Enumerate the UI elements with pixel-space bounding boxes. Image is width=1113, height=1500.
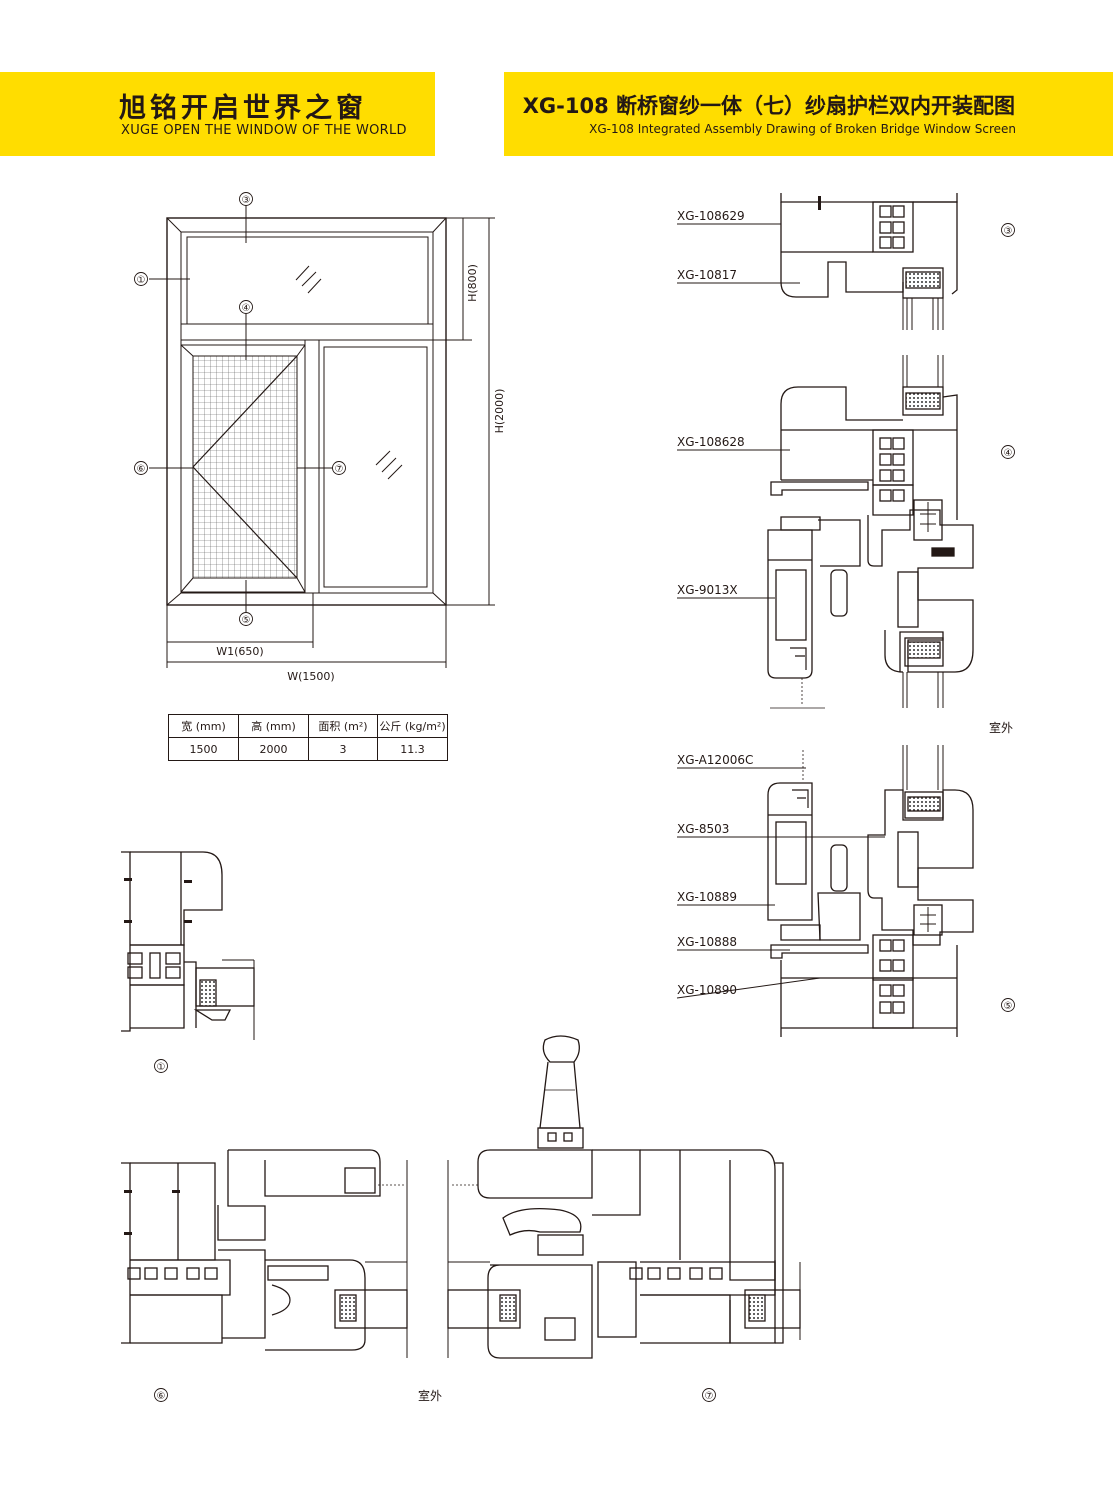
section-4-profile: [677, 355, 974, 709]
title-banner: XG-108 断桥窗纱一体（七）纱扇护栏双内开装配图 XG-108 Integr…: [504, 72, 1113, 156]
section-6-label: ⑥: [157, 1391, 166, 1402]
part-XG-8503: XG-8503: [677, 822, 729, 836]
section-1-label: ①: [157, 1062, 166, 1073]
part-XG-A12006C: XG-A12006C: [677, 753, 753, 767]
spec-header-area: 面积 (m²): [308, 714, 378, 738]
section-4-exterior-label: 室外: [989, 720, 1013, 735]
brand-slogan-en: XUGE OPEN THE WINDOW OF THE WORLD: [121, 123, 407, 138]
spec-header-weight: 公斤 (kg/m²): [377, 714, 448, 738]
spec-width: 1500: [168, 737, 239, 761]
marker-7: ⑦: [335, 464, 344, 475]
brand-name-cn: 旭铭开启世界之窗: [119, 93, 367, 124]
dim-h-top: H(800): [466, 264, 479, 302]
spec-table: 宽 (mm) 高 (mm) 面积 (m²) 公斤 (kg/m²) 1500 20…: [168, 714, 448, 761]
bottom-exterior-label: 室外: [418, 1388, 442, 1403]
marker-3: ③: [242, 195, 251, 206]
section-6-profile: [121, 1149, 408, 1358]
section-4-label: ④: [1004, 448, 1013, 459]
section-5-label: ⑤: [1004, 1001, 1013, 1012]
section-7-profile: [447, 1035, 801, 1359]
window-elevation: [149, 206, 495, 668]
brand-banner: 旭铭开启世界之窗 XUGE OPEN THE WINDOW OF THE WOR…: [0, 72, 435, 156]
page-title-cn: XG-108 断桥窗纱一体（七）纱扇护栏双内开装配图: [522, 94, 1015, 118]
part-XG-10890: XG-10890: [677, 983, 737, 997]
spec-header-row: 宽 (mm) 高 (mm) 面积 (m²) 公斤 (kg/m²): [168, 714, 448, 738]
part-XG-108628: XG-108628: [677, 435, 745, 449]
part-XG-108629: XG-108629: [677, 209, 745, 223]
page-title-en: XG-108 Integrated Assembly Drawing of Br…: [589, 122, 1016, 136]
dim-w1: W1(650): [216, 645, 263, 658]
dim-h-total: H(2000): [493, 389, 506, 434]
marker-1: ①: [137, 275, 146, 286]
marker-6: ⑥: [137, 464, 146, 475]
elevation-markers: [134, 192, 346, 626]
marker-5: ⑤: [242, 615, 251, 626]
marker-4: ④: [242, 303, 251, 314]
section-1-profile: [121, 851, 255, 1040]
section-3-label: ③: [1004, 226, 1013, 237]
section-7-label: ⑦: [705, 1391, 714, 1402]
part-XG-9013X: XG-9013X: [677, 583, 738, 597]
section-5-profile: [676, 745, 974, 1037]
part-XG-10817: XG-10817: [677, 268, 737, 282]
section-3-profile: [677, 193, 958, 330]
part-XG-10889: XG-10889: [677, 890, 737, 904]
spec-area: 3: [308, 737, 378, 761]
dim-w-total: W(1500): [287, 670, 334, 683]
spec-value-row: 1500 2000 3 11.3: [168, 737, 448, 761]
part-XG-10888: XG-10888: [677, 935, 737, 949]
spec-weight: 11.3: [377, 737, 448, 761]
